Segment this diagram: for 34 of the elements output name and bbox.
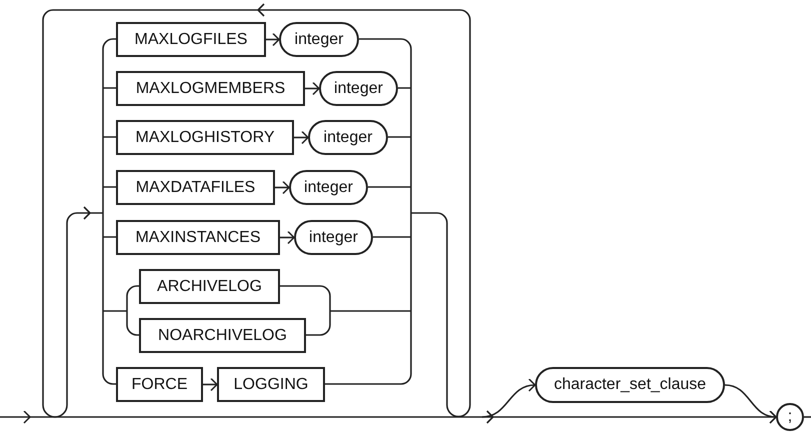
keyword-box bbox=[217, 367, 325, 402]
keyword: MAXINSTANCES bbox=[135, 228, 261, 246]
keyword-box bbox=[116, 170, 275, 205]
keyword-box bbox=[139, 318, 306, 353]
keyword-box bbox=[116, 367, 203, 402]
syntax-term: integer bbox=[309, 228, 358, 246]
keyword: ARCHIVELOG bbox=[157, 278, 262, 296]
keyword: MAXDATAFILES bbox=[136, 178, 256, 196]
arrow bbox=[305, 82, 320, 96]
keyword-box bbox=[116, 71, 305, 106]
keyword: LOGGING bbox=[234, 376, 308, 394]
keyword: MAXLOGMEMBERS bbox=[136, 80, 286, 98]
syntax-term: character_set_clause bbox=[554, 376, 706, 394]
keyword-box bbox=[116, 120, 294, 155]
syntax-term: integer bbox=[304, 178, 353, 196]
arrow bbox=[0, 411, 776, 424]
arrow bbox=[482, 378, 536, 418]
keyword: FORCE bbox=[132, 376, 188, 394]
keyword-box bbox=[139, 269, 280, 304]
arrow bbox=[275, 180, 290, 194]
syntax-term: integer bbox=[324, 128, 372, 146]
arrow bbox=[203, 378, 218, 392]
terminal-circle bbox=[776, 403, 804, 431]
syntax-term: ; bbox=[788, 408, 792, 426]
keyword: MAXLOGFILES bbox=[134, 30, 248, 48]
syntax-term: integer bbox=[334, 80, 383, 98]
keyword: MAXLOGHISTORY bbox=[136, 128, 274, 146]
arrow bbox=[266, 32, 280, 46]
arrow bbox=[294, 130, 309, 144]
keyword-box bbox=[116, 22, 266, 57]
arrow bbox=[280, 230, 295, 244]
keyword-box bbox=[116, 220, 280, 255]
keyword: NOARCHIVELOG bbox=[158, 326, 287, 344]
syntax-term: integer bbox=[294, 30, 344, 48]
